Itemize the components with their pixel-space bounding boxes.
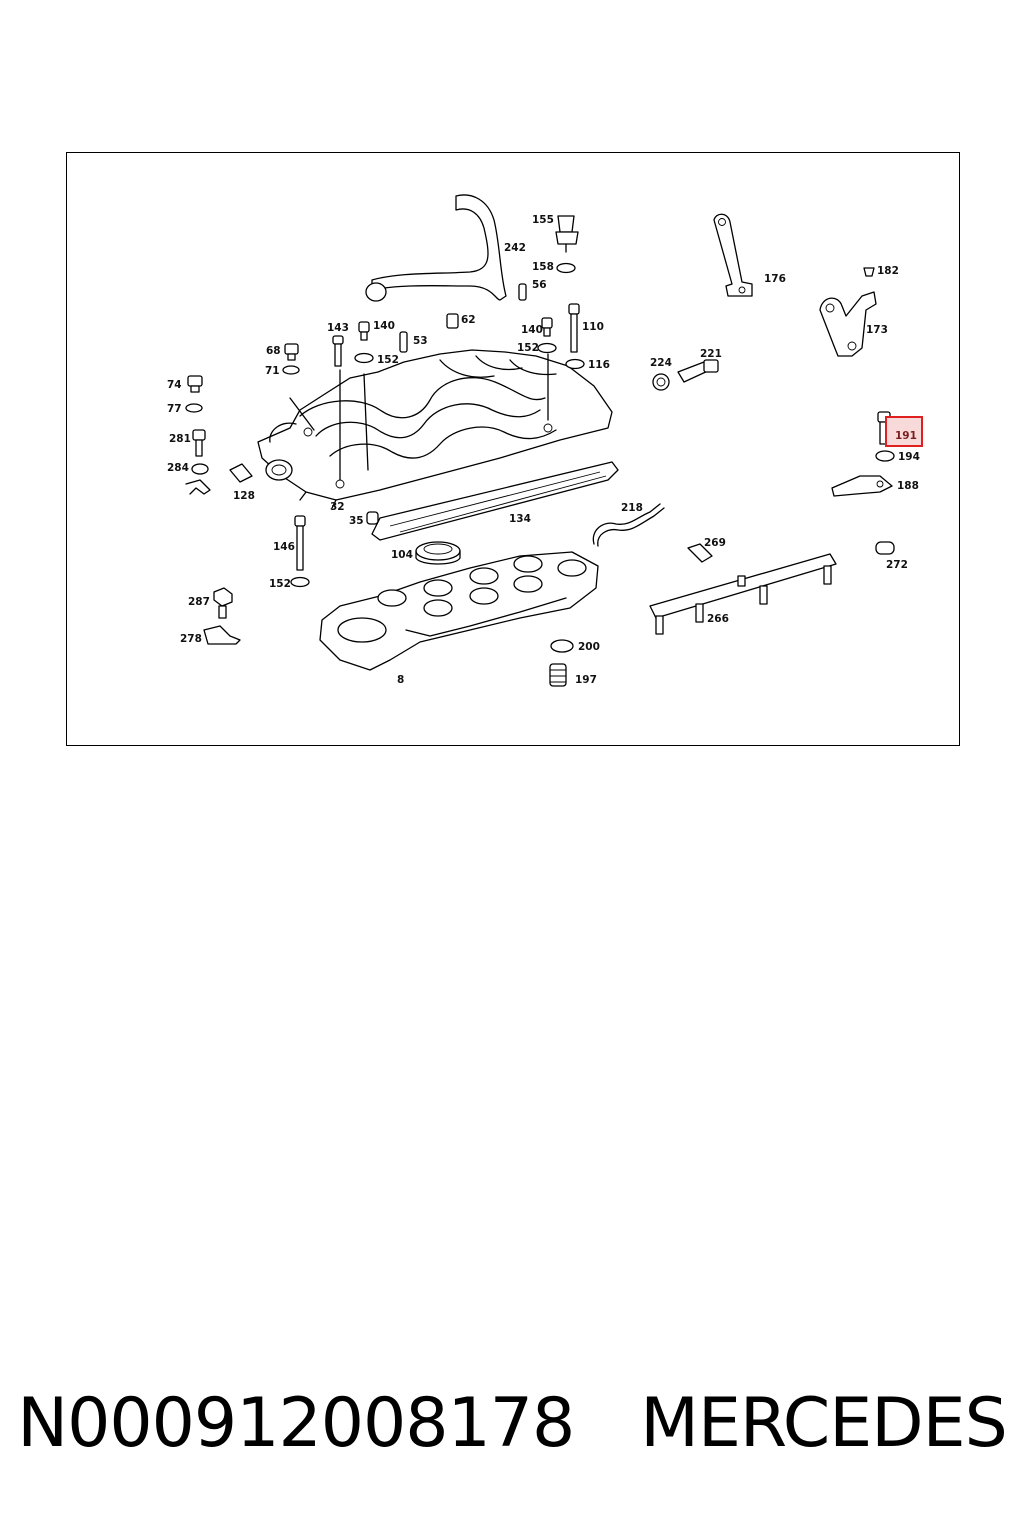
seal-ring-104 <box>415 541 461 565</box>
right-side-hardware <box>592 213 895 635</box>
highlight-box-191 <box>885 416 923 447</box>
label-140-right: 140 <box>521 324 543 336</box>
label-35: 35 <box>349 515 364 527</box>
label-188: 188 <box>897 480 919 492</box>
label-242: 242 <box>504 242 526 254</box>
gasket-134 <box>371 461 619 541</box>
part-labels: 242 155 158 56 62 143 140 53 140 110 68 … <box>167 214 920 686</box>
label-218: 218 <box>621 502 643 514</box>
label-32: 32 <box>330 501 345 513</box>
label-176: 176 <box>764 273 786 285</box>
label-53: 53 <box>413 335 428 347</box>
label-152-top-left: 152 <box>377 354 399 366</box>
label-287: 287 <box>188 596 210 608</box>
label-56: 56 <box>532 279 547 291</box>
label-272: 272 <box>886 559 908 571</box>
label-182: 182 <box>877 265 899 277</box>
label-128: 128 <box>233 490 255 502</box>
label-266: 266 <box>707 613 729 625</box>
caption-bar: N000912008178 MERCEDES <box>0 1378 1024 1468</box>
label-224: 224 <box>650 357 672 369</box>
label-74: 74 <box>167 379 182 391</box>
label-158: 158 <box>532 261 554 273</box>
label-134: 134 <box>509 513 531 525</box>
label-200: 200 <box>578 641 600 653</box>
hose-242 <box>365 194 507 302</box>
label-143: 143 <box>327 322 349 334</box>
lower-intake-manifold-8 <box>319 551 599 671</box>
label-269: 269 <box>704 537 726 549</box>
label-104: 104 <box>391 549 413 561</box>
label-173: 173 <box>866 324 888 336</box>
label-71: 71 <box>265 365 280 377</box>
part-number: N000912008178 <box>17 1383 575 1463</box>
upper-intake-manifold <box>257 349 613 509</box>
label-281: 281 <box>169 433 191 445</box>
label-116: 116 <box>588 359 610 371</box>
label-221: 221 <box>700 348 722 360</box>
label-194: 194 <box>898 451 920 463</box>
label-191: 191 <box>895 430 917 442</box>
label-140-left: 140 <box>373 320 395 332</box>
brand-name: MERCEDES <box>640 1383 1007 1463</box>
label-278: 278 <box>180 633 202 645</box>
label-155: 155 <box>532 214 554 226</box>
label-284: 284 <box>167 462 189 474</box>
label-68: 68 <box>266 345 281 357</box>
top-hardware <box>185 215 585 687</box>
label-77: 77 <box>167 403 182 415</box>
label-152-bottom: 152 <box>269 578 291 590</box>
label-8: 8 <box>397 674 404 686</box>
label-152-top-right: 152 <box>517 342 539 354</box>
label-62: 62 <box>461 314 476 326</box>
label-146: 146 <box>273 541 295 553</box>
label-197: 197 <box>575 674 597 686</box>
label-110: 110 <box>582 321 604 333</box>
